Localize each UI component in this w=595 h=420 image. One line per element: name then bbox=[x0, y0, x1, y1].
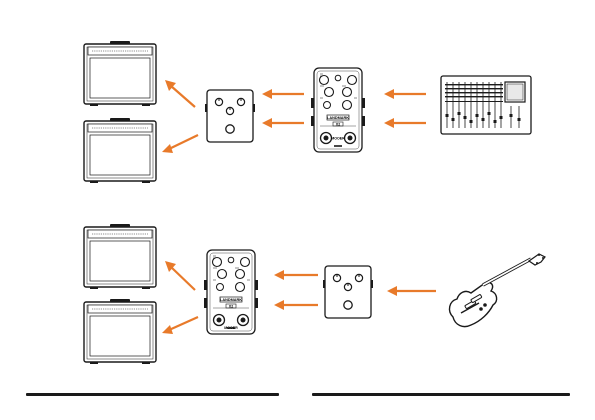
top-amp-lower bbox=[84, 118, 156, 183]
top-pedal-brand-label: MOOER bbox=[331, 137, 345, 141]
arrow-stomp-to-multi-lower bbox=[274, 300, 318, 310]
top-stompbox-pedal bbox=[205, 90, 255, 142]
arrow-stomp-to-amp-lower bbox=[162, 135, 198, 153]
arrow-stomp-to-amp-upper bbox=[165, 80, 195, 107]
arrow-mixer-to-multi-upper bbox=[384, 89, 426, 99]
bottom-stompbox-pedal bbox=[323, 266, 373, 318]
arrow-multi-to-amp-lower bbox=[162, 317, 198, 334]
top-arrows bbox=[162, 80, 426, 153]
bottom-amp-lower bbox=[84, 299, 156, 364]
top-pedal-model-label: X2 bbox=[336, 123, 340, 127]
top-multi-effect-pedal: LANDMARK X2 MOOER bbox=[311, 68, 365, 152]
electric-guitar-icon bbox=[450, 254, 545, 327]
mixer-icon bbox=[441, 76, 531, 134]
arrow-multi-to-stomp-upper bbox=[262, 89, 304, 99]
bottom-pedal-panel-label: LANDMARK bbox=[220, 298, 242, 302]
arrow-guitar-to-stomp bbox=[387, 286, 436, 296]
bottom-multi-effect-pedal: LANDMARK X2 MOOER bbox=[204, 250, 258, 334]
bottom-pedal-brand-label: MOOER bbox=[224, 326, 238, 330]
footer-rule-right bbox=[312, 393, 570, 396]
arrow-multi-to-stomp-lower bbox=[262, 118, 304, 128]
bottom-amp-upper bbox=[84, 224, 156, 289]
bottom-arrows bbox=[162, 261, 436, 334]
footer-rule-left bbox=[26, 393, 279, 396]
top-pedal-panel-label: LANDMARK bbox=[327, 116, 349, 120]
arrow-stomp-to-multi-upper bbox=[274, 270, 318, 280]
arrow-mixer-to-multi-lower bbox=[384, 118, 426, 128]
bottom-pedal-model-label: X2 bbox=[229, 305, 233, 309]
arrow-multi-to-amp-upper bbox=[165, 261, 195, 290]
top-amp-upper bbox=[84, 41, 156, 106]
